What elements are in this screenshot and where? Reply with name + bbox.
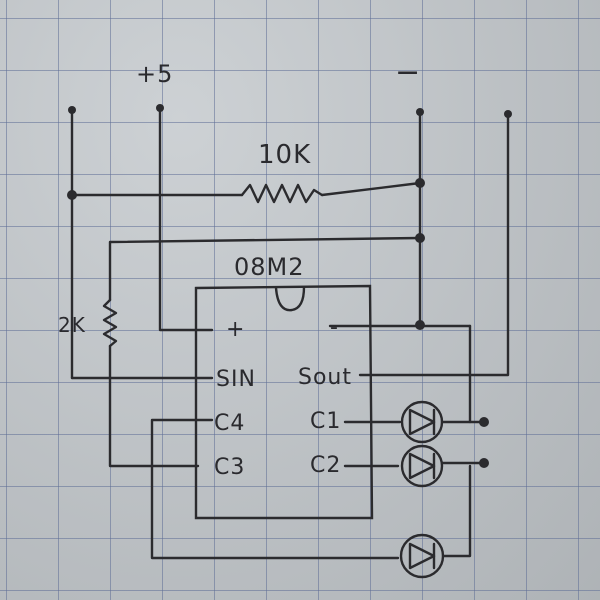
label-10k: 10K [258,140,311,170]
resistor-2k [102,298,118,348]
label-ground: − [395,55,421,90]
wire-2k-to-c3 [108,344,200,468]
wire-ground-to-2k [108,236,422,302]
label-2k: 2K [58,313,86,337]
led-c1-terminal [479,417,489,427]
wire-plus5-rail [158,106,214,332]
led-c2 [400,444,486,488]
label-pin-sout: Sout [298,365,352,390]
junction-ground-mid [415,233,425,243]
label-pin-minus: - [330,315,339,340]
label-pin-c4: C4 [214,411,245,436]
chip-08m2-body [194,284,374,520]
led-c1 [400,400,486,444]
label-pin-c2: C2 [310,453,341,478]
wire-c4 [150,418,400,560]
label-chip-name: 08M2 [234,253,305,281]
label-plus5: +5 [136,60,173,88]
junction-10k-left [67,190,77,200]
label-pin-c1: C1 [310,409,341,434]
junction-10k-right [415,178,425,188]
led-c2-terminal [479,458,489,468]
label-pin-plus: + [226,317,245,342]
chip-notch [274,286,306,312]
wire-sout-rail [358,112,510,377]
label-pin-sin: SIN [216,367,256,392]
junction-minus [415,320,425,330]
resistor-10k [240,183,324,204]
led-c4 [399,464,472,579]
label-pin-c3: C3 [214,455,245,480]
wire-10k-right [320,181,422,197]
